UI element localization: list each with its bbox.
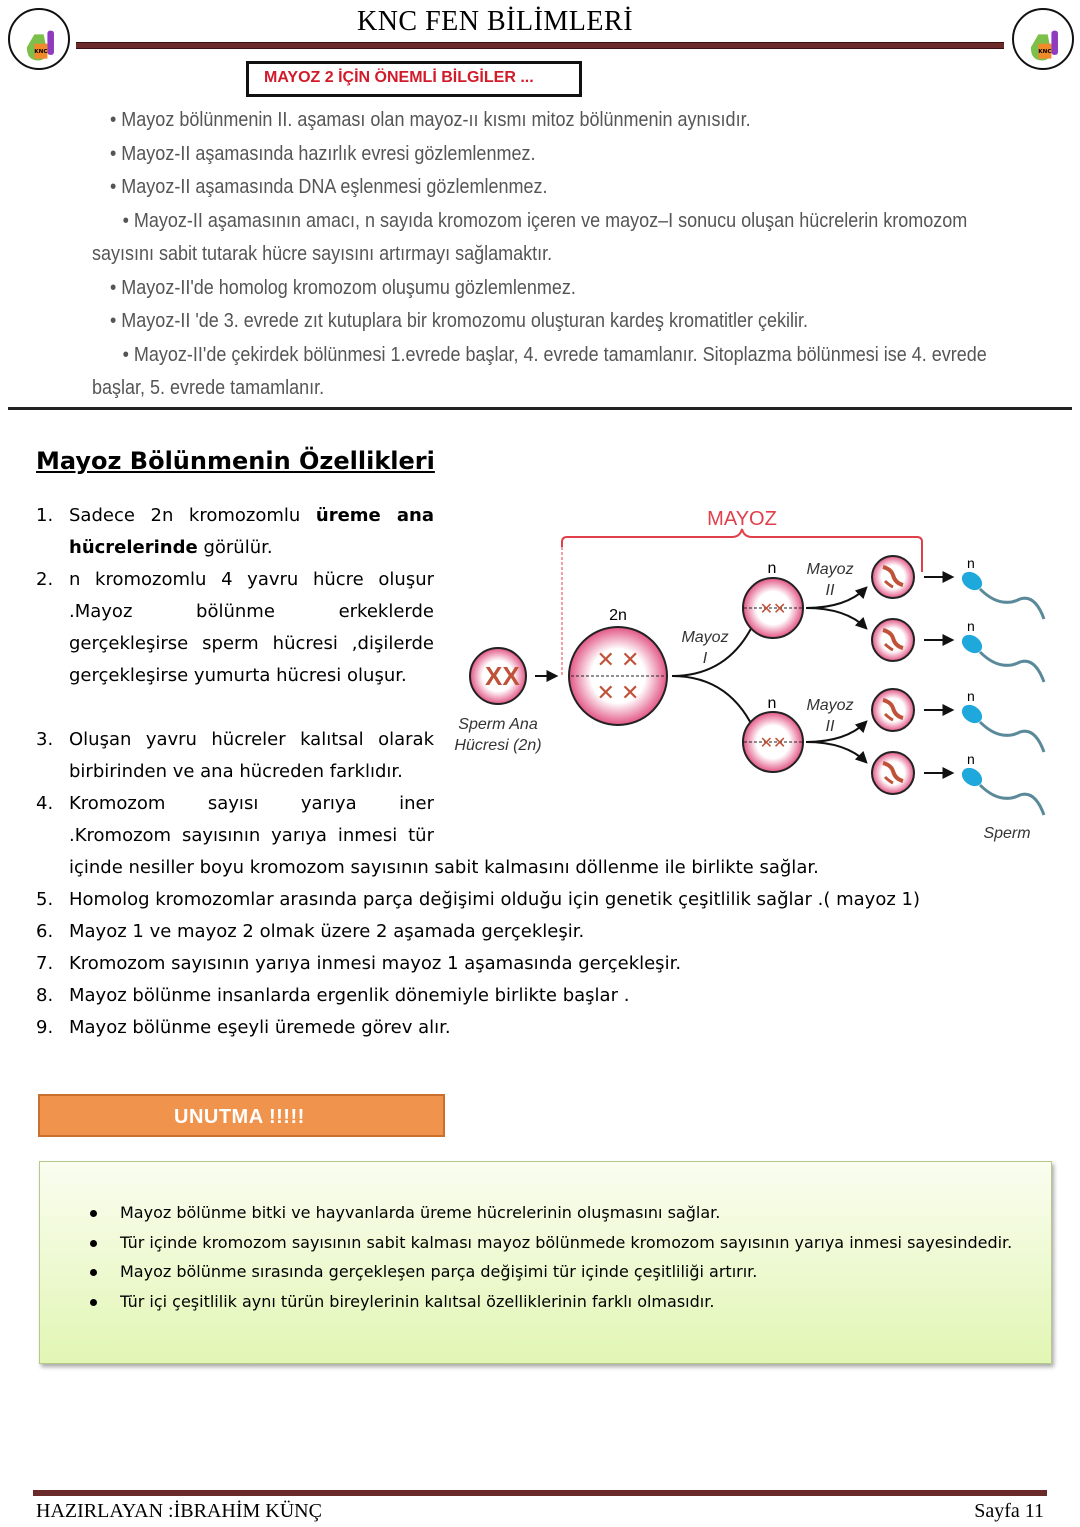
svg-text:II: II xyxy=(826,718,835,735)
info-item: • Mayoz-II aşamasında hazırlık evresi gö… xyxy=(110,142,536,165)
page-number: Sayfa 11 xyxy=(974,1500,1044,1522)
list-item: 1.Sadece 2n kromozomlu üreme ana hücrele… xyxy=(36,505,434,558)
label-n: n xyxy=(967,688,975,704)
list-item: 4.Kromozom sayısı yarıya iner.Kromozom s… xyxy=(36,793,819,878)
reminder-title: UNUTMA !!!!! xyxy=(38,1094,445,1137)
logo-text: KNC xyxy=(1038,49,1051,55)
list-item: 5.Homolog kromozomlar arasında parça değ… xyxy=(36,889,920,910)
daughter-cell-sperm-row: n xyxy=(871,618,1046,683)
daughter-cell-sperm-row: n xyxy=(871,688,1046,753)
svg-text:n: n xyxy=(768,695,777,712)
svg-text:Mayoz: Mayoz xyxy=(806,561,853,578)
list-item: 3.Oluşan yavru hücreler kalıtsal olarak … xyxy=(36,729,434,782)
svg-text:✕✕: ✕✕ xyxy=(760,601,787,618)
logo-right: KNC xyxy=(1012,8,1074,70)
label-n: n xyxy=(967,618,975,634)
info-item: • Mayoz-II'de çekirdek bölünmesi 1.evred… xyxy=(92,343,987,400)
daughter-cell-sperm-row: n xyxy=(871,751,1046,816)
reminder-item: Mayoz bölünme bitki ve hayvanlarda üreme… xyxy=(90,1198,1051,1228)
list-item: 2.n kromozomlu 4 yavru hücre oluşur .May… xyxy=(36,569,434,686)
header-divider xyxy=(76,42,1004,49)
cell-n-top: n ✕✕ xyxy=(742,560,804,639)
label-n: n xyxy=(967,751,975,767)
footer-divider xyxy=(33,1490,1047,1496)
reminder-item: Mayoz bölünme sırasında gerçekleşen parç… xyxy=(90,1257,1051,1287)
logo-left: KNC xyxy=(8,8,70,70)
features-list: 1.Sadece 2n kromozomlu üreme ana hücrele… xyxy=(36,500,1060,1044)
reminder-item: Tür içi çeşitlilik aynı türün bireylerin… xyxy=(90,1287,1051,1317)
meiosis-diagram: MAYOZ XX Sperm Ana Hücresi (2n) 2n ✕ ✕ ✕… xyxy=(454,508,1046,842)
sperm-mother-cell xyxy=(469,647,527,705)
header-title: KNC FEN BİLİMLERİ xyxy=(356,6,634,37)
info-item: • Mayoz-II 'de 3. evrede zıt kutuplara b… xyxy=(110,310,809,332)
cell-n-bottom: n ✕✕ xyxy=(742,695,804,773)
section-divider xyxy=(8,407,1072,410)
reminder-box: Mayoz bölünme bitki ve hayvanlarda üreme… xyxy=(39,1161,1052,1364)
daughter-cell-sperm-row: n xyxy=(871,555,1046,620)
svg-text:I: I xyxy=(703,650,708,667)
logo-text: KNC xyxy=(34,49,47,55)
info-item: • Mayoz-II aşamasında DNA eşlenmesi gözl… xyxy=(110,176,548,198)
svg-text:✕ ✕: ✕ ✕ xyxy=(597,680,640,705)
svg-text:✕✕: ✕✕ xyxy=(760,735,787,752)
label-mayoz1: Mayoz xyxy=(681,629,728,646)
label-2n: 2n xyxy=(609,607,627,624)
label-sperm-mother-2: Hücresi (2n) xyxy=(454,737,541,754)
section-title: Mayoz Bölünmenin Özellikleri xyxy=(36,447,435,475)
svg-text:Mayoz: Mayoz xyxy=(806,697,853,714)
box-title: MAYOZ 2 İÇİN ÖNEMLİ BİLGİLER ... xyxy=(246,61,582,97)
info-item: • Mayoz-II aşamasının amacı, n sayıda kr… xyxy=(92,209,968,266)
mayoz2-info: • Mayoz bölünmenin II. aşaması olan mayo… xyxy=(92,104,992,406)
list-item: 6.Mayoz 1 ve mayoz 2 olmak üzere 2 aşama… xyxy=(36,921,585,942)
svg-text:II: II xyxy=(826,582,835,599)
list-item: 8.Mayoz bölünme insanlarda ergenlik döne… xyxy=(36,985,630,1006)
label-n: n xyxy=(967,555,975,571)
svg-text:n: n xyxy=(768,560,777,577)
chromosomes: XX xyxy=(485,661,520,691)
info-item: • Mayoz-II'de homolog kromozom oluşumu g… xyxy=(110,276,576,299)
footer-author: HAZIRLAYAN :İBRAHİM KÜNÇ xyxy=(36,1500,322,1522)
label-sperm: Sperm xyxy=(983,825,1030,842)
list-item: 9.Mayoz bölünme eşeyli üremede görev alı… xyxy=(36,1017,451,1038)
info-item: • Mayoz bölünmenin II. aşaması olan mayo… xyxy=(110,109,751,131)
list-item: 7.Kromozom sayısının yarıya inmesi mayoz… xyxy=(36,953,682,974)
label-sperm-mother-1: Sperm Ana xyxy=(458,716,538,733)
mayoz-bracket xyxy=(561,528,923,572)
reminder-item: Tür içinde kromozom sayısının sabit kalm… xyxy=(90,1228,1051,1258)
svg-text:✕ ✕: ✕ ✕ xyxy=(597,647,640,672)
diagram-title: MAYOZ xyxy=(707,508,777,530)
